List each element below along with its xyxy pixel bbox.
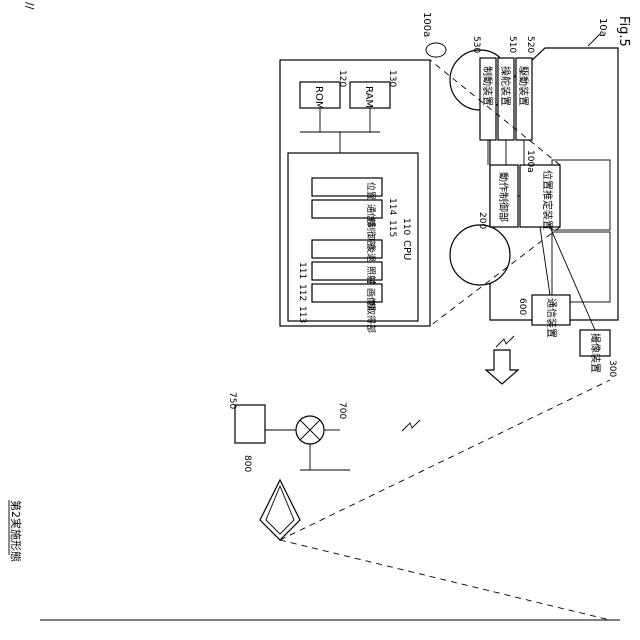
ref-100a-inner: 100a xyxy=(525,150,535,173)
position-estimation-device-box xyxy=(520,165,560,227)
moving-direction-arrow xyxy=(486,350,518,384)
ram-label: RAM xyxy=(363,86,374,108)
vehicle-window-1 xyxy=(552,160,610,230)
projection-lamp-inner xyxy=(266,486,294,534)
ref-800: 800 xyxy=(242,455,252,472)
ref-10a: 10a xyxy=(597,18,608,37)
light-cone-bottom xyxy=(280,380,610,540)
figure-title: Fig.5 xyxy=(616,16,631,47)
link-position-communication xyxy=(540,227,550,295)
ref-115: 115 xyxy=(387,220,397,237)
cpu-label: CPU xyxy=(401,240,412,260)
ref-520: 520 xyxy=(525,36,535,53)
ref-750: 750 xyxy=(227,392,237,409)
ref-114: 114 xyxy=(387,198,397,215)
ref-510: 510 xyxy=(507,36,517,53)
projection-lamp xyxy=(260,480,300,540)
ref-200: 200 xyxy=(477,212,487,229)
ref-120: 120 xyxy=(337,70,347,87)
ref-111: 111 xyxy=(297,262,307,279)
ref-110: 110 xyxy=(401,218,411,235)
ref-112: 112 xyxy=(297,284,307,301)
ref-530: 530 xyxy=(471,36,481,53)
ref-130: 130 xyxy=(387,70,397,87)
wireless-signal-light xyxy=(402,420,420,431)
light-controller-box xyxy=(235,405,265,443)
ref-113: 113 xyxy=(297,306,307,323)
wireless-signal-vehicle xyxy=(496,336,514,347)
light-cone-top xyxy=(280,540,610,620)
embodiment-label: 第2実施形態 xyxy=(9,500,23,562)
leader-10a xyxy=(588,34,600,46)
ref-700: 700 xyxy=(337,402,347,419)
rear-wheel xyxy=(450,225,510,285)
vehicle-light xyxy=(426,43,446,57)
rom-label: ROM xyxy=(313,86,324,109)
ref-100a-outer: 100a xyxy=(421,12,432,37)
wall-mark: // xyxy=(23,2,36,10)
vehicle-window-2 xyxy=(552,232,610,302)
ref-300: 300 xyxy=(607,360,617,377)
ref-600: 600 xyxy=(517,298,527,315)
